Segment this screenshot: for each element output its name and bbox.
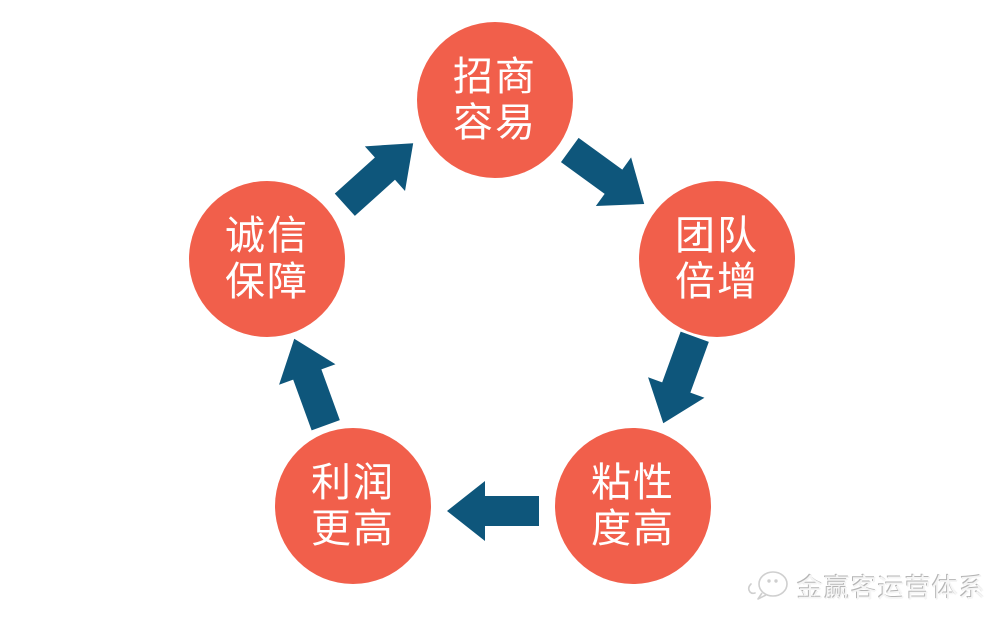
node-label-line: 利润 — [311, 459, 395, 506]
node-label-line: 保障 — [225, 259, 309, 305]
watermark: 金赢客运营体系 — [746, 568, 986, 605]
chat-bubble-face-icon — [747, 570, 788, 600]
arrow-left-to-top — [334, 143, 414, 216]
arrow-bottom-right-to-bottom-left — [447, 481, 539, 541]
node-zhaoshang-rongyi: 招商 容易 — [417, 22, 573, 178]
node-label-line: 更高 — [311, 506, 395, 552]
node-label-line: 招商 — [453, 53, 537, 100]
arrow-bottom-left-to-left — [279, 338, 340, 431]
arrow-top-to-right — [560, 137, 645, 206]
node-chengxin-baozhang: 诚信 保障 — [189, 181, 345, 337]
node-label-line: 粘性 — [591, 459, 675, 506]
node-nianxingdu-gao: 粘性 度高 — [555, 428, 711, 584]
node-tuandui-beizeng: 团队 倍增 — [639, 181, 795, 337]
node-label-line: 团队 — [675, 212, 759, 259]
node-lirun-genggao: 利润 更高 — [275, 428, 431, 584]
node-label-line: 倍增 — [675, 259, 759, 305]
arrow-right-to-bottom-right — [648, 331, 709, 424]
node-label-line: 诚信 — [225, 212, 309, 259]
node-label-line: 容易 — [453, 100, 537, 146]
node-label-line: 度高 — [591, 506, 675, 552]
watermark-text: 金赢客运营体系 — [796, 574, 986, 604]
